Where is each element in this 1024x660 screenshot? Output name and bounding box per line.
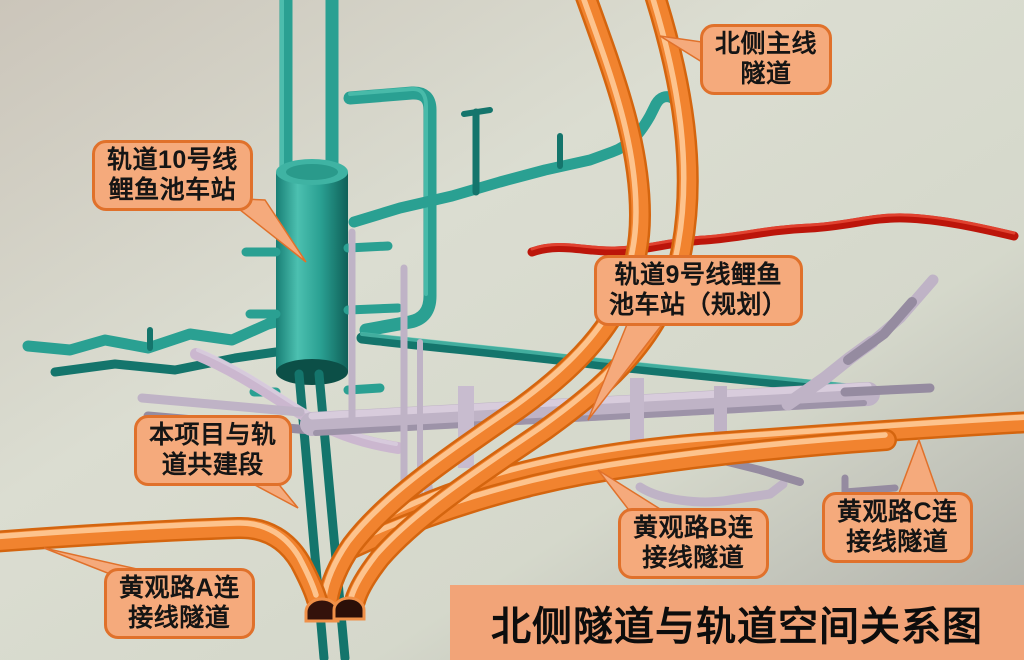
callout-line: 黄观路A连 bbox=[119, 574, 240, 602]
callout-line: 黄观路C连 bbox=[837, 498, 958, 526]
callout-line10-station: 轨道10号线 鲤鱼池车站 bbox=[92, 140, 253, 211]
callout-line: 池车站（规划） bbox=[609, 290, 788, 319]
diagram-title: 北侧隧道与轨道空间关系图 bbox=[450, 585, 1024, 660]
tail-huangguan-c bbox=[896, 437, 940, 497]
callout-line: 鲤鱼池车站 bbox=[108, 175, 237, 204]
line10-station-cylinder bbox=[276, 159, 348, 385]
line9-elevated-walkway bbox=[781, 274, 939, 411]
callout-line: 隧道 bbox=[740, 59, 792, 88]
callout-line: 轨道10号线 bbox=[107, 146, 238, 174]
callout-huangguan-a-tunnel: 黄观路A连 接线隧道 bbox=[104, 568, 255, 639]
callout-huangguan-b-tunnel: 黄观路B连 接线隧道 bbox=[618, 508, 769, 579]
teal-line10-structures bbox=[22, 0, 858, 660]
callout-line: 黄观路B连 bbox=[633, 514, 754, 542]
orange-tunnels bbox=[0, 0, 1024, 623]
tunnel-portals bbox=[304, 596, 366, 623]
callout-line: 接线隧道 bbox=[128, 603, 231, 632]
callout-line: 接线隧道 bbox=[846, 527, 949, 556]
callout-line9-station-planned: 轨道9号线鲤鱼 池车站（规划） bbox=[594, 255, 803, 326]
callout-cobuild-section: 本项目与轨 道共建段 bbox=[134, 415, 292, 486]
callout-line: 道共建段 bbox=[161, 450, 264, 479]
red-line bbox=[527, 213, 1019, 257]
callout-line: 接线隧道 bbox=[642, 543, 745, 572]
callout-north-mainline-tunnel: 北侧主线 隧道 bbox=[700, 24, 833, 95]
tail-line9 bbox=[587, 321, 666, 421]
callout-huangguan-c-tunnel: 黄观路C连 接线隧道 bbox=[822, 492, 973, 563]
callout-line: 轨道9号线鲤鱼 bbox=[614, 261, 782, 289]
callout-line: 本项目与轨 bbox=[149, 421, 277, 449]
callout-line: 北侧主线 bbox=[715, 30, 818, 58]
tail-north-mainline bbox=[659, 35, 703, 64]
